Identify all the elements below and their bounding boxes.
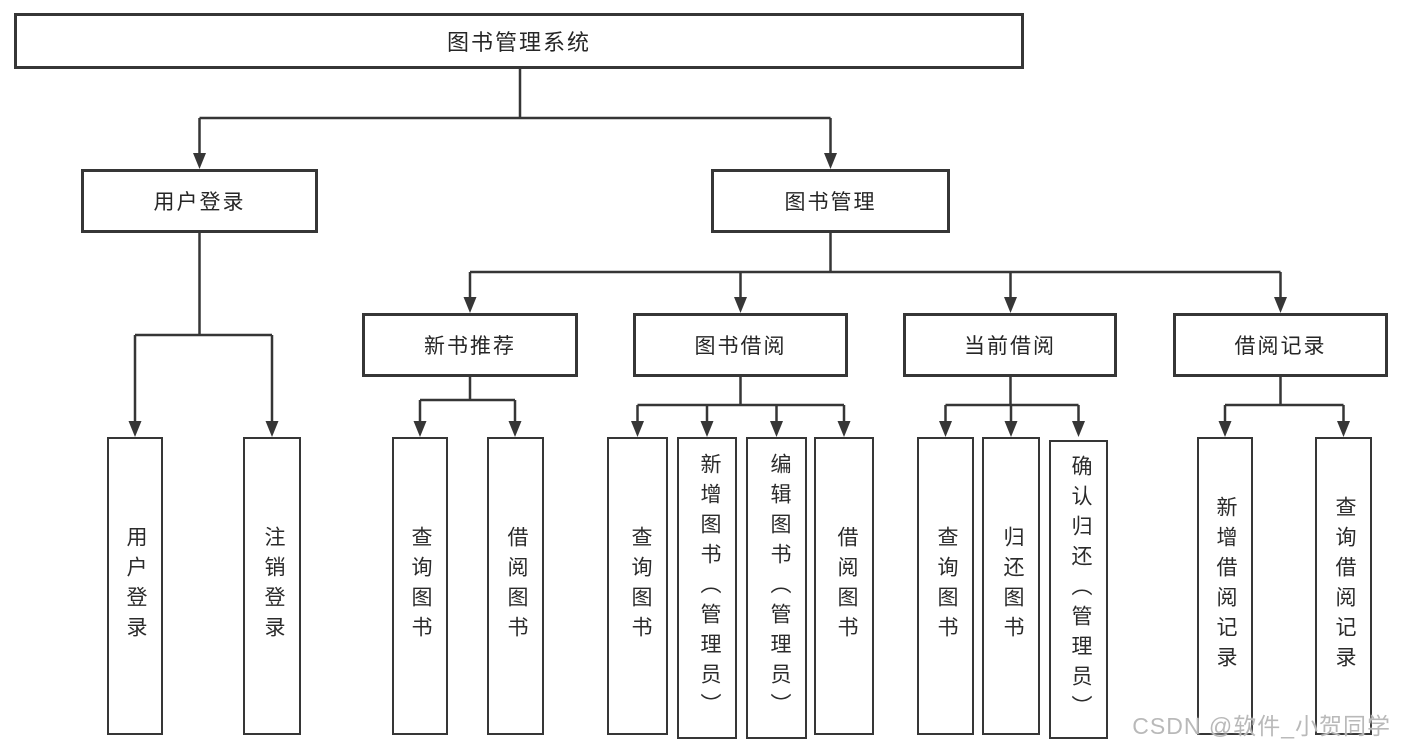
leaf-borrow-books-2: 借阅图书 (814, 437, 874, 735)
leaf-add-borrow-record: 新增借阅记录 (1197, 437, 1253, 735)
node-label: 借阅记录 (1234, 335, 1327, 358)
leaf-return-books: 归还图书 (982, 437, 1040, 735)
node-label: 图书借阅 (694, 335, 787, 358)
leaf-query-borrow-record: 查询借阅记录 (1315, 437, 1372, 735)
node-current-borrowing: 当前借阅 (903, 313, 1117, 377)
node-label: 用户登录 (153, 191, 246, 214)
node-borrow-records: 借阅记录 (1173, 313, 1388, 377)
node-new-book-recommend: 新书推荐 (362, 313, 578, 377)
leaf-add-books-admin: 新增图书（管理员） (677, 437, 737, 739)
node-book-borrowing: 图书借阅 (633, 313, 848, 377)
node-library-system: 图书管理系统 (14, 13, 1024, 69)
node-book-management: 图书管理 (711, 169, 950, 233)
leaf-borrow-books-1: 借阅图书 (487, 437, 544, 735)
leaf-query-books-2: 查询图书 (607, 437, 668, 735)
leaf-query-books-1: 查询图书 (392, 437, 448, 735)
leaf-edit-books-admin: 编辑图书（管理员） (746, 437, 807, 739)
leaf-confirm-return-admin: 确认归还（管理员） (1049, 440, 1108, 739)
leaf-user-login: 用户登录 (107, 437, 163, 735)
leaf-query-books-3: 查询图书 (917, 437, 974, 735)
leaf-logout: 注销登录 (243, 437, 301, 735)
node-user-login: 用户登录 (81, 169, 318, 233)
csdn-watermark: CSDN @软件_小贺同学 (1132, 713, 1391, 739)
arrowhead-icons (128, 153, 1350, 437)
node-label: 新书推荐 (424, 335, 516, 358)
node-label: 图书管理系统 (446, 30, 591, 55)
node-label: 图书管理 (784, 191, 877, 214)
node-label: 当前借阅 (964, 335, 1056, 358)
